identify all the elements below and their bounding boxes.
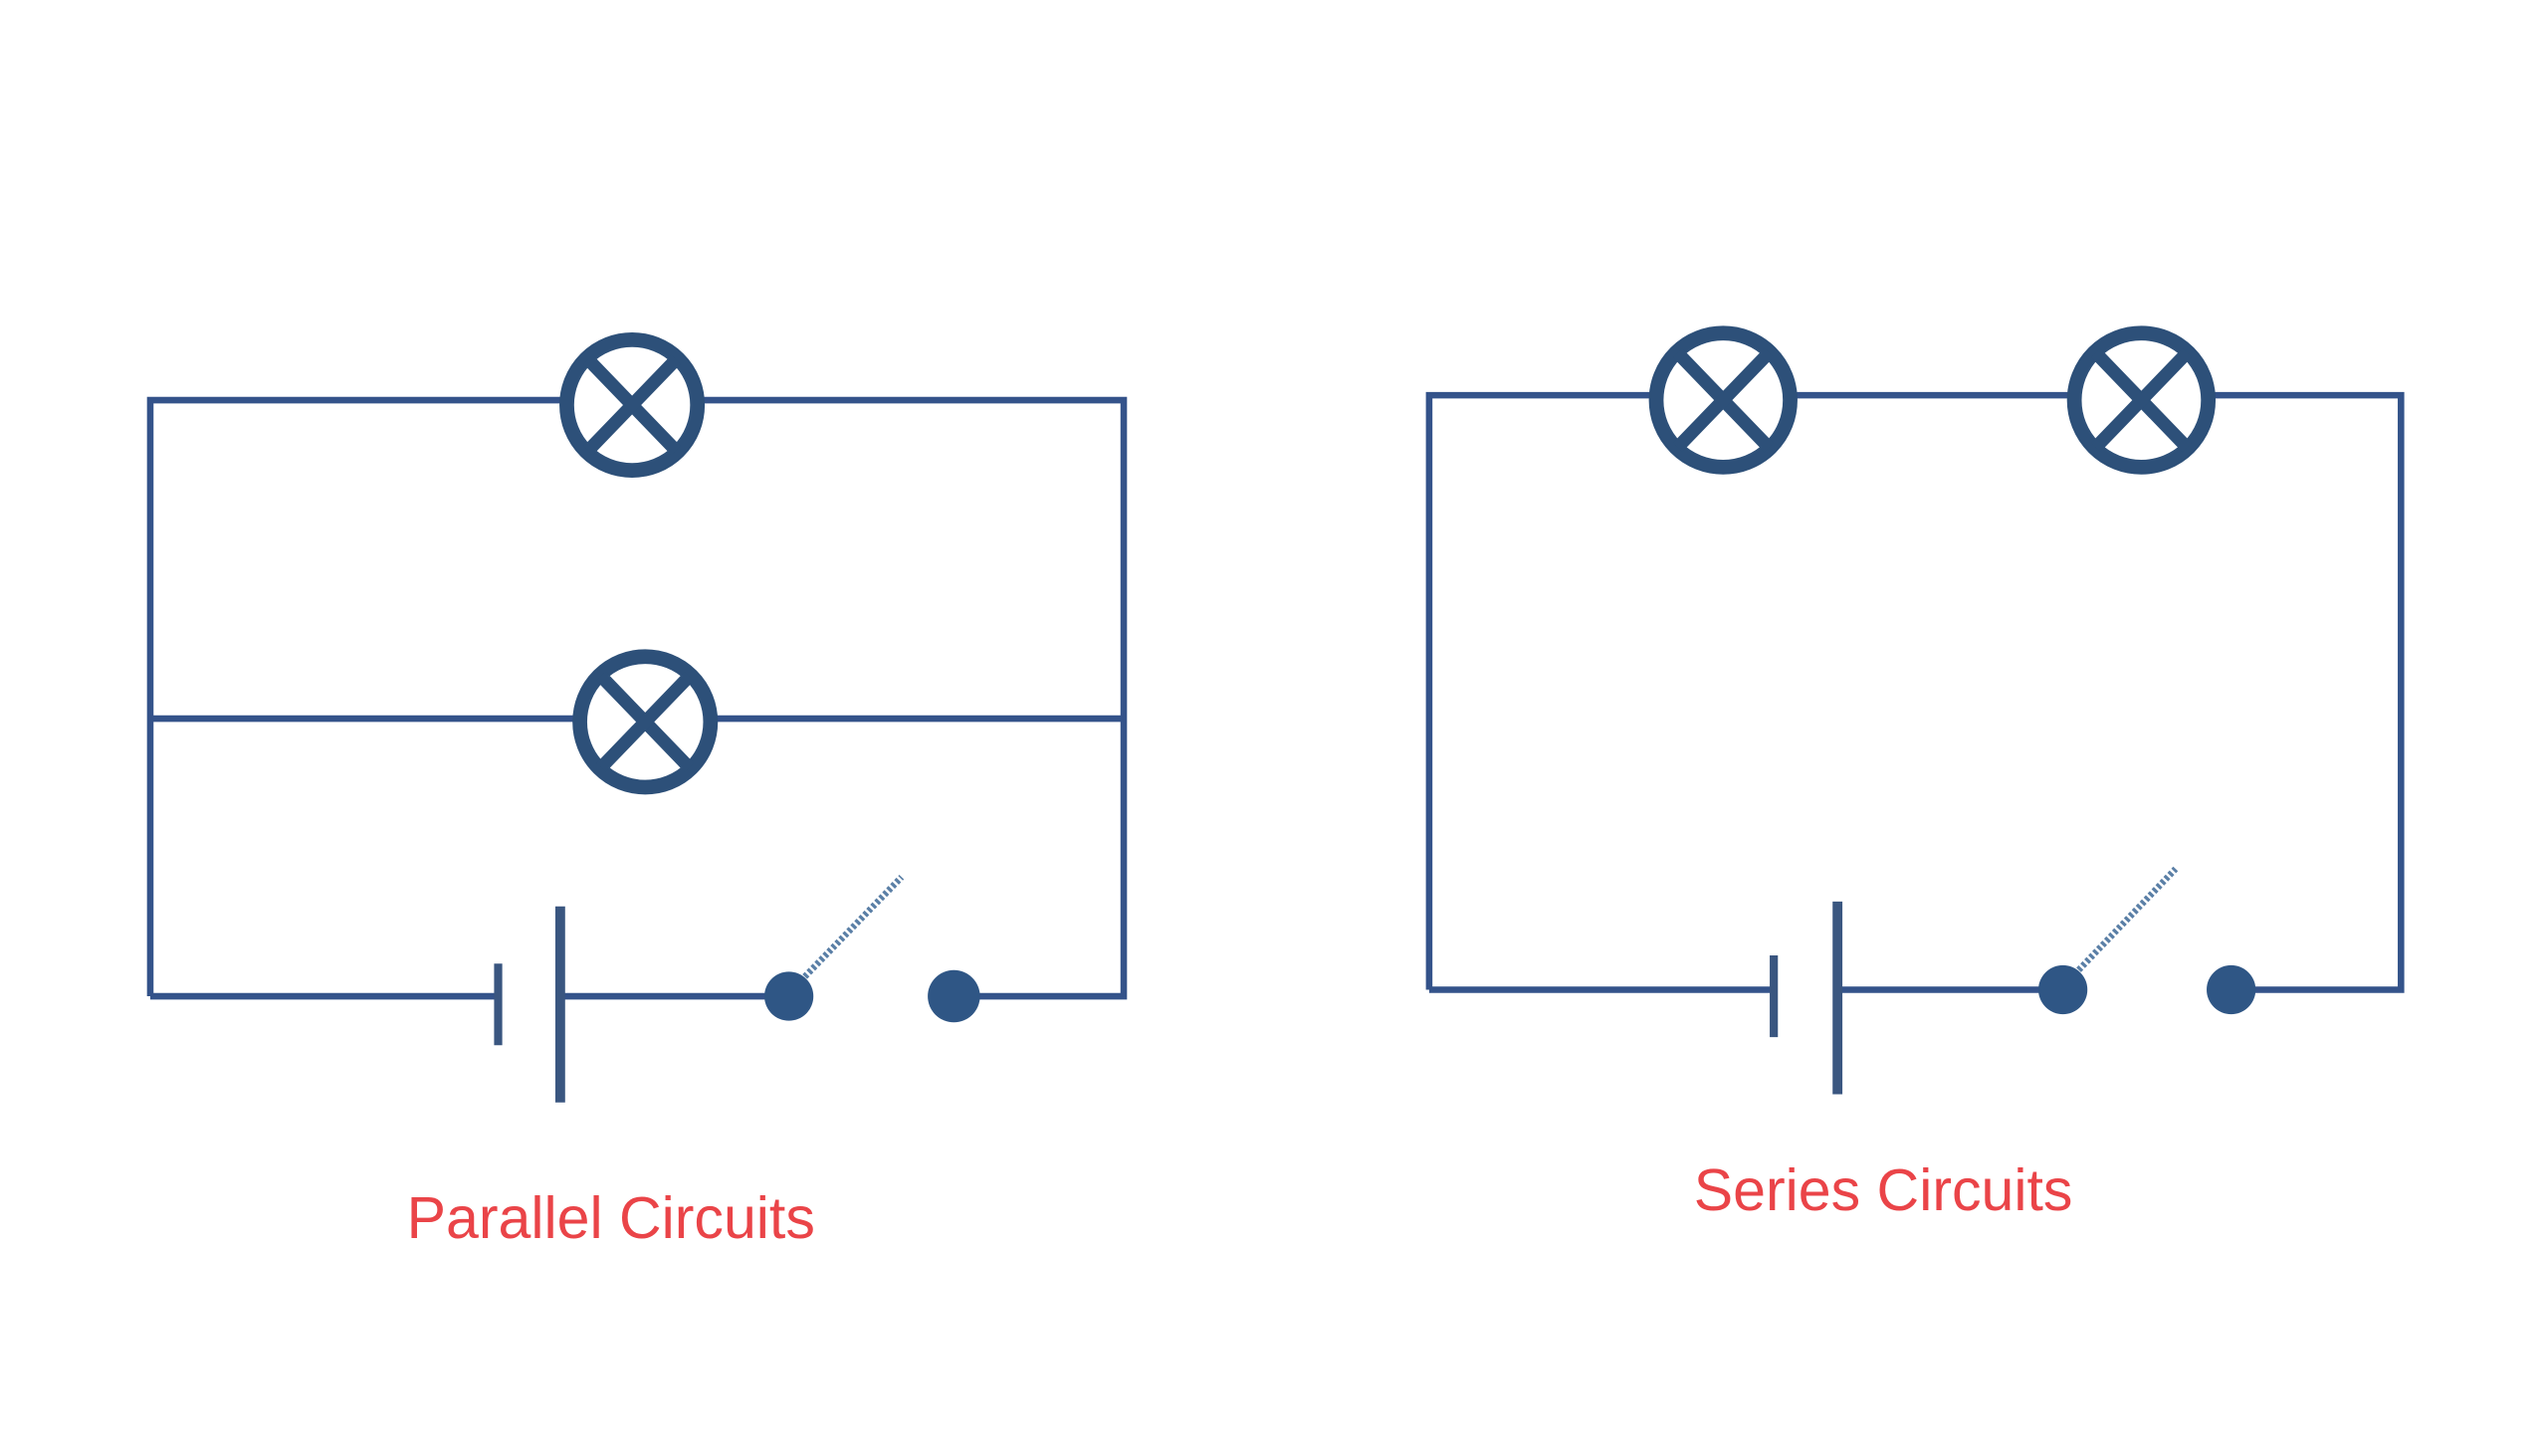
lamp-icon (559, 331, 706, 479)
series-circuit: Series Circuits (1425, 325, 2405, 1223)
lamp-icon (1648, 325, 1798, 475)
parallel-circuit-label: Parallel Circuits (407, 1185, 815, 1251)
series-wire (1425, 391, 2405, 993)
lamp-icon (572, 649, 719, 795)
battery-icon (1770, 901, 1843, 1095)
parallel-outer-wire (146, 396, 1128, 1000)
parallel-circuit: Parallel Circuits (146, 331, 1128, 1251)
switch-icon (2038, 866, 2256, 1015)
switch-icon (764, 874, 980, 1023)
series-circuit-label: Series Circuits (1694, 1157, 2073, 1223)
battery-icon (494, 906, 565, 1103)
lamp-icon (2066, 325, 2217, 475)
